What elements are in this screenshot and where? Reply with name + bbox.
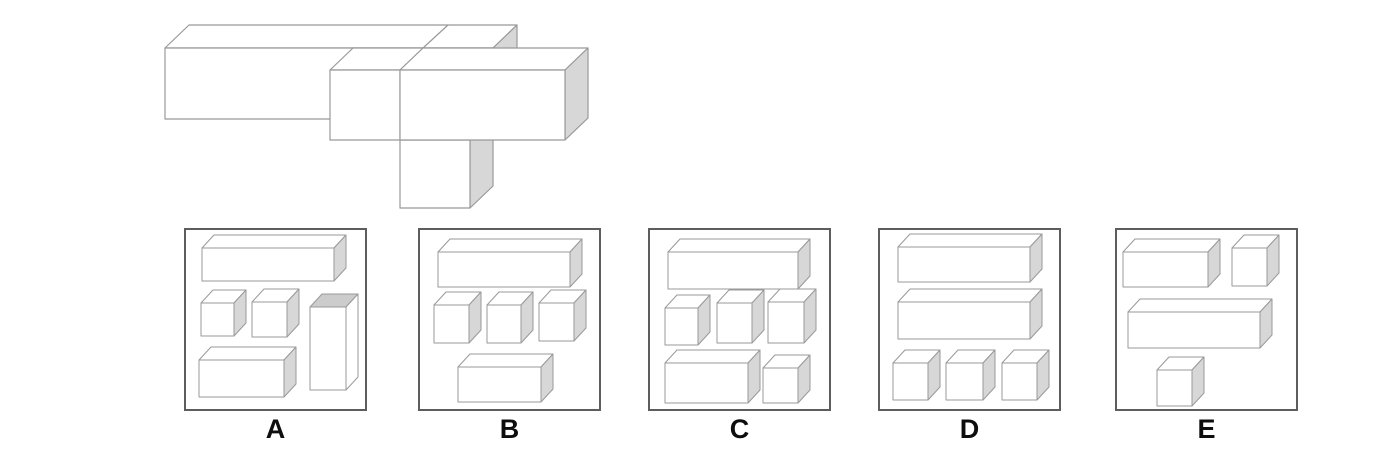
- option-a-blocks: [198, 234, 359, 398]
- block-long-bar: [1127, 298, 1273, 349]
- option-d-blocks: [892, 233, 1050, 401]
- block-long-bar-1: [897, 233, 1043, 283]
- option-b[interactable]: B: [418, 228, 601, 443]
- assembled-figure: [164, 24, 589, 209]
- option-b-blocks: [433, 238, 587, 403]
- option-e[interactable]: E: [1115, 228, 1298, 443]
- block-cube-3: [538, 289, 587, 342]
- block-cube-2: [716, 289, 765, 344]
- block-cube-2: [486, 291, 534, 344]
- block-cube-1: [892, 349, 941, 401]
- option-d-box: [878, 228, 1061, 411]
- block-front-medium-bar: [399, 47, 589, 141]
- option-c-blocks: [664, 238, 817, 404]
- option-b-label: B: [499, 414, 520, 444]
- block-cube-1: [433, 291, 482, 344]
- option-e-label: E: [1197, 414, 1216, 444]
- option-b-box: [418, 228, 601, 411]
- block-long-bar: [437, 238, 583, 288]
- block-long-bar-2: [897, 288, 1043, 340]
- option-c-label: C: [729, 414, 750, 444]
- block-cube-1: [664, 294, 711, 346]
- block-long-bar: [201, 234, 347, 282]
- block-cube-2: [945, 349, 996, 401]
- figure-edge-line: [422, 24, 449, 49]
- option-e-blocks: [1122, 234, 1280, 407]
- block-cube-3: [1001, 349, 1050, 401]
- option-d-label: D: [959, 414, 980, 444]
- block-medium-bar: [1122, 238, 1221, 288]
- block-medium-bar: [198, 346, 297, 398]
- option-a[interactable]: A: [184, 228, 367, 443]
- block-cube-1: [1231, 234, 1280, 287]
- block-medium-bar: [457, 353, 554, 403]
- option-c[interactable]: C: [648, 228, 831, 443]
- block-cube-4: [762, 354, 811, 404]
- option-c-box: [648, 228, 831, 411]
- option-a-box: [184, 228, 367, 411]
- block-cube-2: [251, 288, 300, 338]
- block-cube-1: [200, 289, 247, 337]
- option-e-box: [1115, 228, 1298, 411]
- block-tall-bar: [309, 293, 359, 391]
- option-d[interactable]: D: [878, 228, 1061, 443]
- block-medium-bar: [664, 349, 761, 404]
- block-long-bar: [667, 238, 811, 290]
- block-cube-2: [1156, 356, 1205, 407]
- option-a-label: A: [265, 414, 286, 444]
- block-cube-3: [767, 288, 817, 344]
